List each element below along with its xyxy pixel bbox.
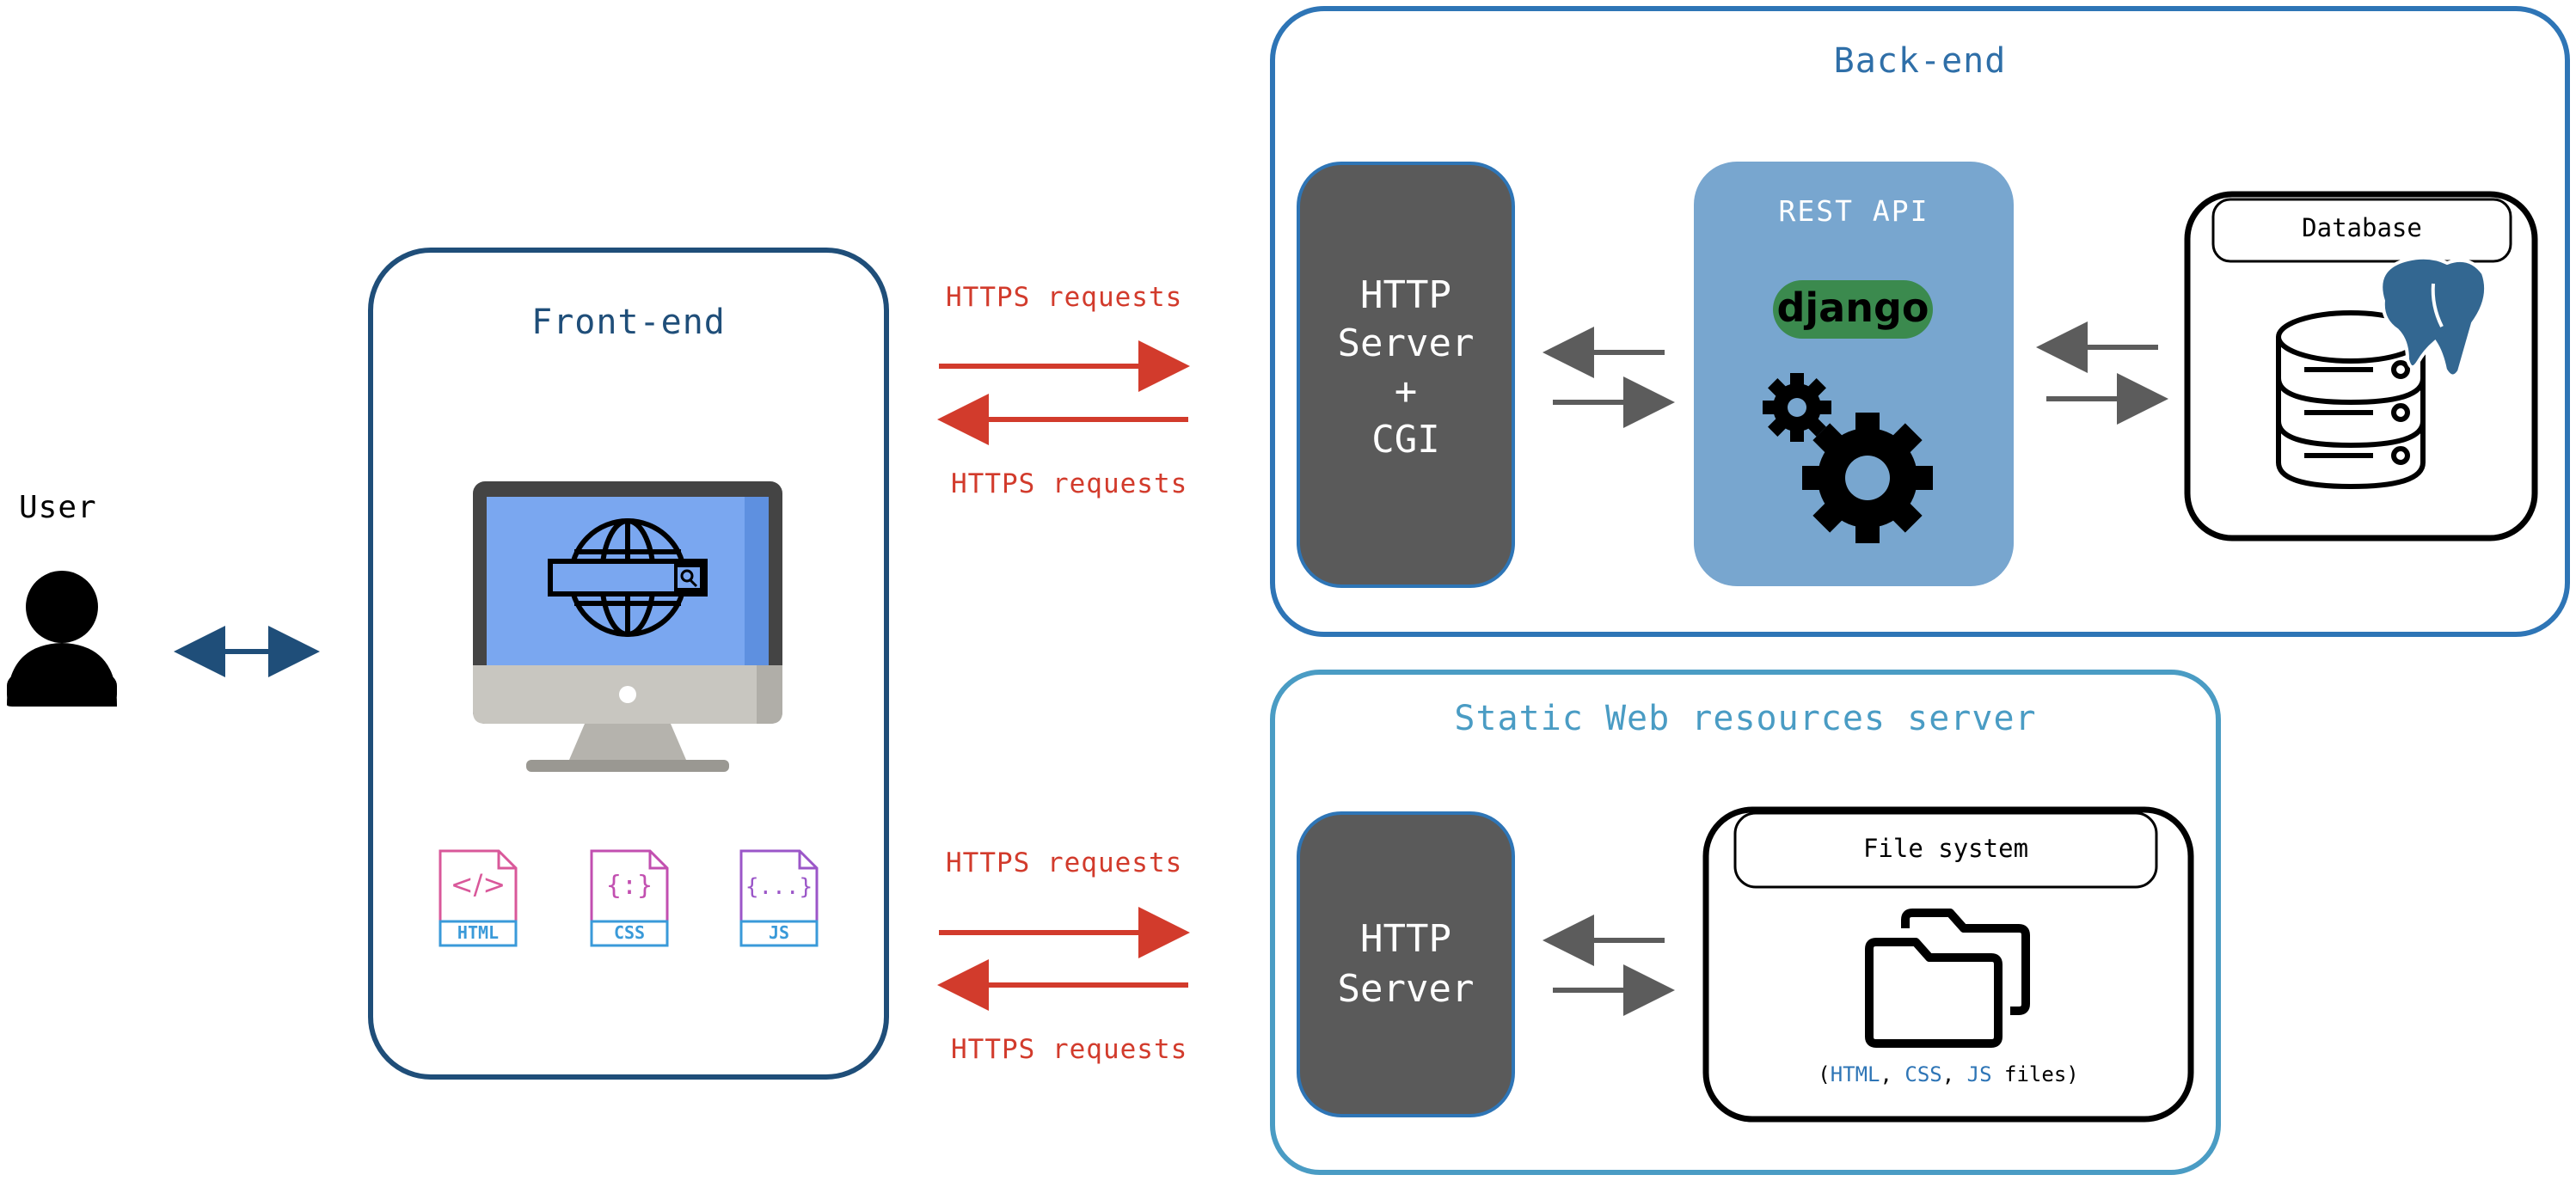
backend-http-line-4: CGI <box>1371 418 1440 462</box>
top-request-label-in: HTTPS requests <box>951 468 1188 499</box>
django-logo <box>1773 280 1933 339</box>
file-system-title: File system <box>1862 834 2029 863</box>
backend-http-server-box <box>1297 162 1515 588</box>
caption-js: JS <box>1966 1062 1992 1086</box>
caption-sep-1: , <box>1880 1062 1905 1086</box>
static-http-line-1: HTTP <box>1360 917 1451 961</box>
svg-text:{...}: {...} <box>745 874 813 900</box>
css-file-label: CSS <box>613 922 646 943</box>
js-file-icon: {...} <box>739 849 819 947</box>
static-http-server-box <box>1297 811 1515 1117</box>
gear-icon <box>1763 373 1933 543</box>
backend-http-line-3: + <box>1394 370 1418 413</box>
file-system-box <box>1702 806 2194 1123</box>
folder-icon <box>1865 909 2030 1048</box>
user-icon <box>7 571 117 707</box>
django-label: django <box>1776 285 1929 331</box>
file-system-caption: (HTML, CSS, JS files) <box>1706 1062 2191 1086</box>
backend-http-line-1: HTTP <box>1360 273 1451 317</box>
caption-html: HTML <box>1830 1062 1880 1086</box>
search-bar-icon <box>548 559 708 597</box>
backend-title: Back-end <box>1833 41 2007 81</box>
backend-http-server-label: HTTP Server + CGI <box>1298 272 1513 464</box>
user-label: User <box>19 490 97 525</box>
database-title: Database <box>2302 213 2422 242</box>
html-file-label: HTML <box>457 922 500 943</box>
database-icon <box>2276 310 2426 490</box>
rest-api-box <box>1694 162 2014 586</box>
frontend-title: Front-end <box>531 303 726 342</box>
backend-http-line-2: Server <box>1337 321 1475 365</box>
caption-rest: files) <box>1991 1062 2079 1086</box>
css-file-icon: {:} <box>590 849 669 947</box>
svg-text:{:}: {:} <box>606 871 653 901</box>
js-file-label: JS <box>768 922 790 943</box>
rest-api-title: REST API <box>1778 194 1929 228</box>
caption-open: ( <box>1818 1062 1831 1086</box>
html-file-icon: </> <box>439 849 518 947</box>
static-http-server-label: HTTP Server <box>1298 915 1513 1014</box>
bottom-request-label-in: HTTPS requests <box>951 1034 1188 1065</box>
caption-sep-2: , <box>1941 1062 1967 1086</box>
postgres-elephant-icon <box>2379 255 2488 378</box>
caption-css: CSS <box>1904 1062 1942 1086</box>
bottom-request-label-out: HTTPS requests <box>946 848 1183 878</box>
static-http-line-2: Server <box>1337 967 1475 1011</box>
svg-text:</>: </> <box>451 868 506 901</box>
top-request-label-out: HTTPS requests <box>946 282 1183 313</box>
static-server-title: Static Web resources server <box>1454 699 2037 738</box>
